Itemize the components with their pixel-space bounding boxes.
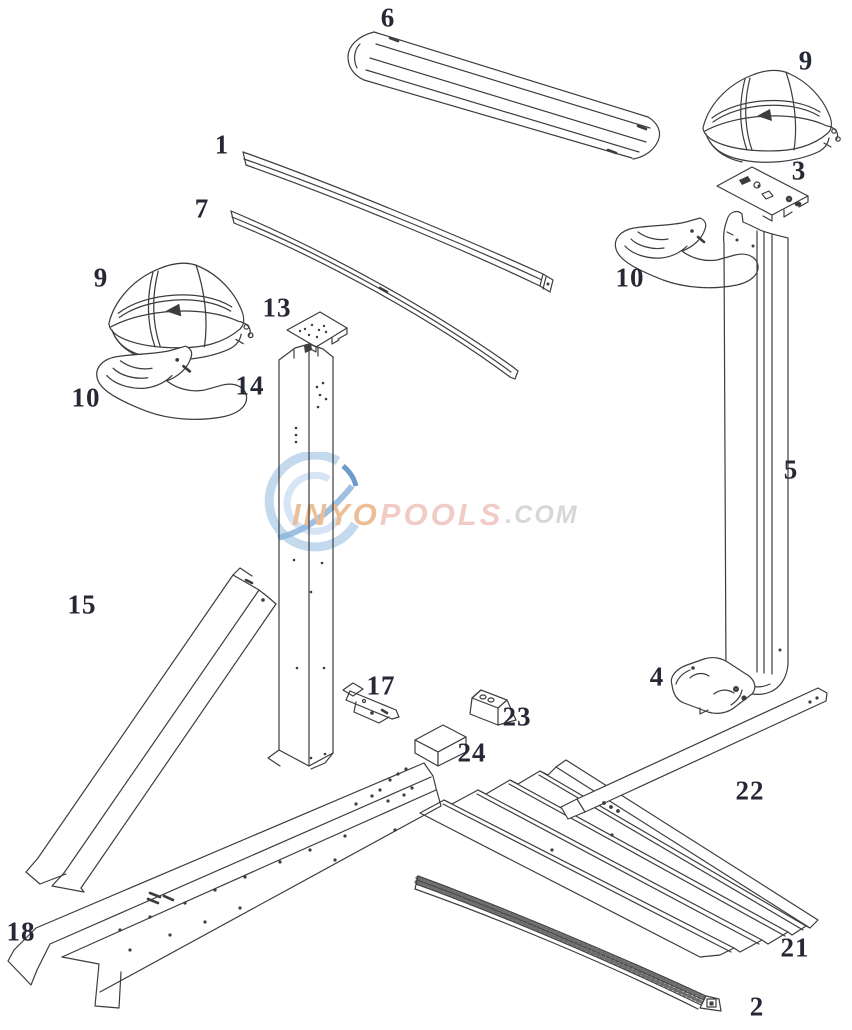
part-label-stabilizer-rail: 7 — [194, 193, 210, 224]
part-label-strap-bracket: 17 — [366, 670, 396, 701]
curved-stabilizer-rail-drawing — [230, 210, 519, 380]
upright-drawing — [723, 210, 789, 695]
part-label-bracket-left: 10 — [71, 382, 101, 413]
part-label-bottom-track: 2 — [749, 991, 765, 1022]
diagonal-brace-drawing — [25, 567, 277, 893]
curved-bottom-track-drawing — [414, 875, 722, 1012]
part-label-bracket-right: 10 — [615, 262, 645, 293]
part-label-bottom-plate: 4 — [649, 661, 665, 692]
strap-bracket-drawing — [342, 682, 400, 724]
part-label-diagonal-brace: 15 — [67, 589, 97, 620]
part-label-top-plate: 3 — [791, 155, 807, 186]
part-label-post-top-plate: 13 — [262, 292, 292, 323]
bottom-strap-drawing — [560, 687, 828, 820]
part-label-wall-panel: 21 — [780, 932, 810, 963]
part-label-top-ledge: 6 — [380, 2, 396, 33]
bottom-plate-drawing — [670, 657, 756, 715]
top-ledge-drawing — [347, 31, 661, 160]
part-label-upright: 5 — [783, 454, 799, 485]
post-top-plate-drawing — [286, 311, 348, 353]
wall-bracket-drawing — [469, 689, 517, 726]
part-label-bottom-strap: 22 — [735, 775, 765, 806]
top-plate-drawing — [716, 166, 809, 222]
part-label-curved-top-rail: 1 — [214, 129, 230, 160]
rail-bracket-left-drawing — [95, 344, 248, 421]
top-cap-drawing — [702, 69, 841, 163]
part-label-wall-bracket: 23 — [502, 701, 532, 732]
upright-post-drawing — [267, 343, 334, 770]
part-label-top-cap-right: 9 — [798, 45, 814, 76]
part-label-bottom-channel: 18 — [6, 916, 36, 947]
rail-bracket-drawing — [614, 217, 759, 289]
bottom-channel-rail-drawing — [7, 762, 442, 1009]
part-label-top-cap-left: 9 — [93, 262, 109, 293]
part-label-upright-post: 14 — [235, 370, 265, 401]
wall-panel-drawing — [419, 759, 819, 958]
curved-top-rail-drawing — [242, 151, 554, 293]
top-cap-left-drawing — [108, 262, 254, 361]
spacer-block-drawing — [414, 724, 467, 767]
part-label-spacer-block: 24 — [457, 737, 487, 768]
